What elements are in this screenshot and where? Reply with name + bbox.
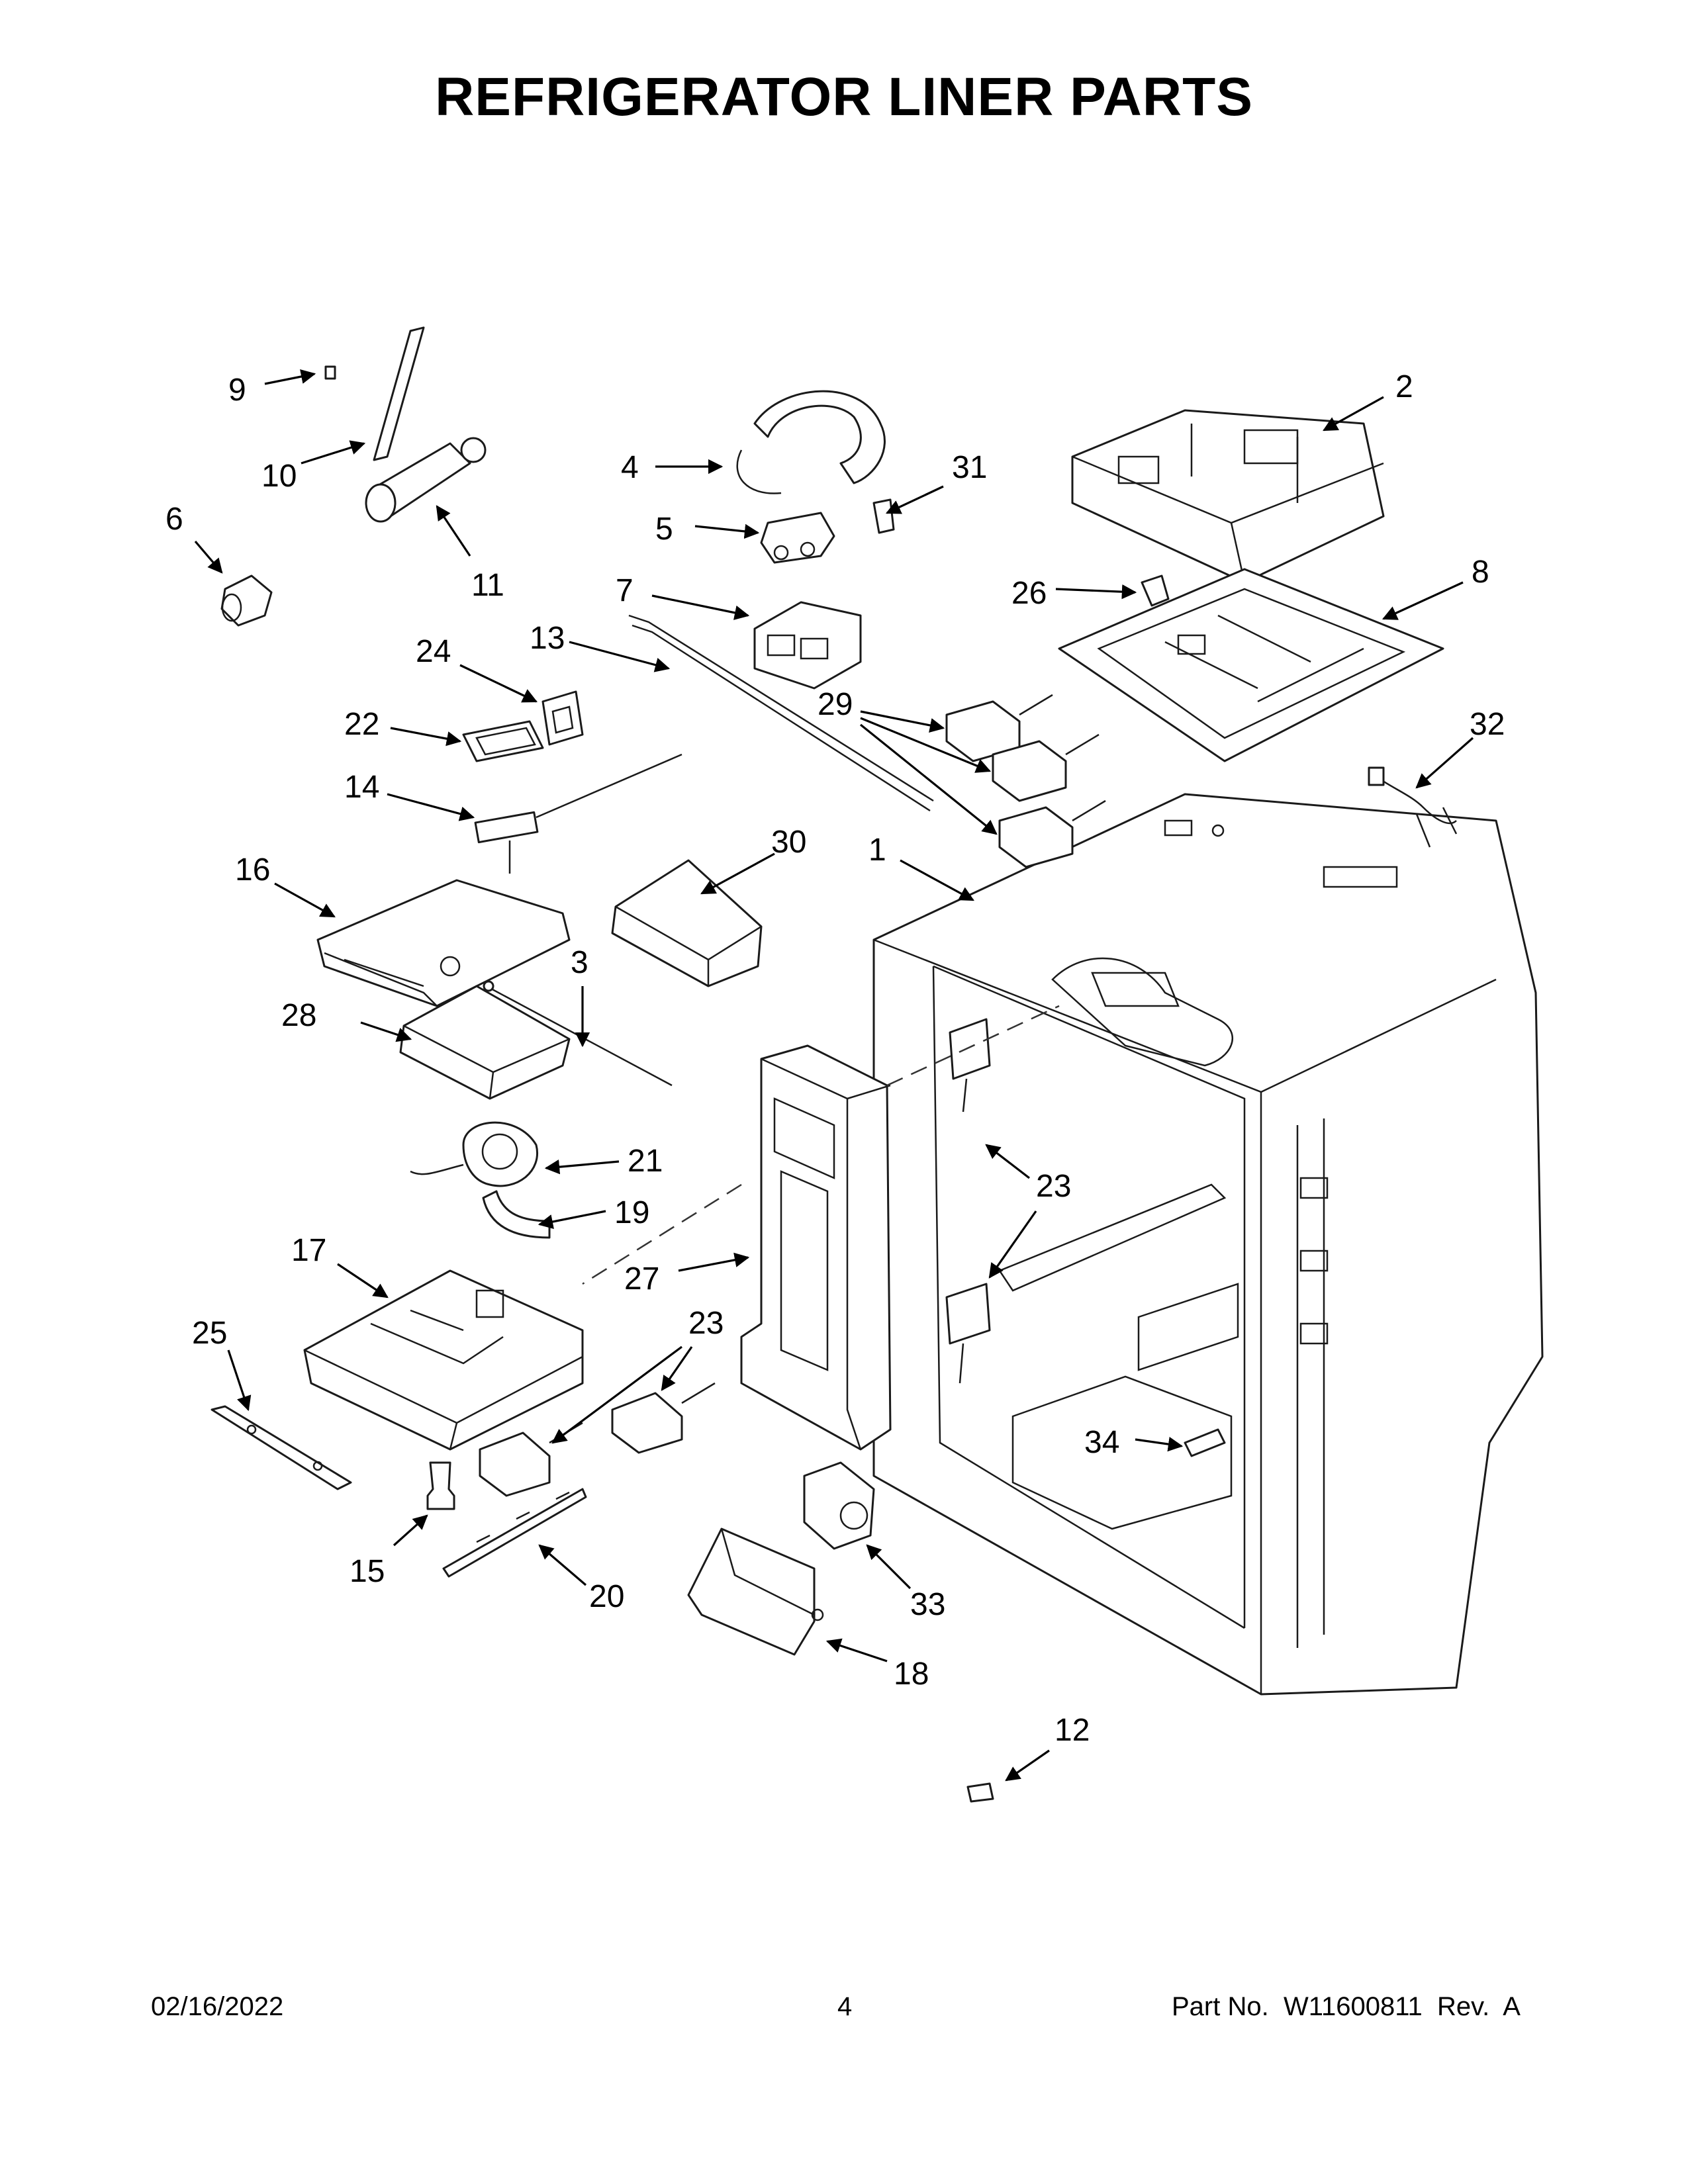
callout-32: 32: [1470, 707, 1505, 742]
footer-page-number: 4: [837, 1992, 853, 2021]
part-26-clip: [1141, 574, 1170, 607]
part-23-lights: [945, 1018, 991, 1384]
callout-4: 4: [621, 450, 639, 485]
callout-14: 14: [344, 770, 379, 805]
callout-15: 15: [350, 1554, 385, 1589]
part-2-housing: [1071, 409, 1385, 584]
callout-17: 17: [291, 1233, 326, 1268]
callout-13: 13: [530, 621, 565, 656]
part-17-housing: [303, 1269, 584, 1451]
part-16-control-board: [316, 879, 571, 1007]
projection-line-1: [886, 1005, 1060, 1087]
part-24-gasket: [541, 690, 584, 746]
callout-labels: 1 2 3 4 5 6 7 8 9 10 11 12 13 14 15 16 1…: [165, 369, 1505, 1748]
footer-part-number: Part No. W11600811 Rev. A: [1172, 1992, 1521, 2021]
callout-34: 34: [1084, 1425, 1119, 1460]
part-15-screw: [426, 1461, 455, 1510]
callout-27: 27: [624, 1261, 659, 1297]
part-6-cap: [220, 574, 273, 627]
part-5-valve: [760, 512, 835, 564]
callout-5: 5: [655, 512, 673, 547]
part-21-fan: [410, 1121, 538, 1187]
part-33-motor: [803, 1461, 875, 1550]
callout-11: 11: [471, 568, 504, 603]
part-7-housing: [753, 601, 862, 690]
part-9-clip: [324, 365, 336, 380]
callout-1: 1: [868, 833, 886, 868]
callout-25: 25: [192, 1316, 227, 1351]
callout-21: 21: [628, 1144, 663, 1179]
callout-19: 19: [614, 1195, 649, 1230]
callout-24: 24: [416, 634, 451, 669]
callout-arrows: [194, 369, 1474, 1782]
part-10-strip: [373, 326, 425, 461]
callout-33: 33: [910, 1587, 945, 1622]
part-27-tower: [740, 1044, 892, 1451]
page-title: REFRIGERATOR LINER PARTS: [435, 67, 1253, 127]
part-29-dampers: [945, 694, 1106, 868]
part-4-tube: [736, 390, 886, 494]
part-30-cover: [611, 859, 763, 987]
callout-12: 12: [1055, 1713, 1090, 1748]
part-13-rod: [628, 614, 934, 812]
callout-30: 30: [771, 825, 806, 860]
projection-line-2: [582, 1183, 742, 1285]
callout-9: 9: [228, 373, 246, 408]
callout-6: 6: [165, 502, 183, 537]
callout-7: 7: [616, 573, 633, 608]
part-14-sensor: [474, 753, 682, 874]
footer-date: 02/16/2022: [151, 1992, 284, 2021]
callout-22: 22: [344, 707, 379, 742]
callout-3: 3: [571, 945, 588, 980]
callout-2: 2: [1395, 369, 1413, 404]
callout-23a: 23: [1036, 1169, 1071, 1204]
part-11-filter: [365, 437, 487, 523]
part-28-cover: [399, 985, 571, 1100]
callout-16: 16: [235, 852, 270, 887]
callout-18: 18: [894, 1657, 929, 1692]
callout-8: 8: [1472, 555, 1489, 590]
callout-23b: 23: [688, 1306, 724, 1341]
part-19-foam: [482, 1190, 551, 1239]
part-31-clip: [872, 498, 895, 534]
part-8-plate: [1058, 568, 1444, 762]
part-25-strip: [211, 1405, 352, 1490]
part-1-liner: [872, 793, 1544, 1696]
part-20-bracket: [442, 1488, 587, 1578]
part-18-bucket: [687, 1527, 824, 1656]
callout-26: 26: [1011, 576, 1047, 611]
callout-31: 31: [952, 450, 987, 485]
callout-10: 10: [261, 459, 297, 494]
callout-28: 28: [281, 998, 316, 1033]
part-22-gasket: [462, 720, 544, 762]
callout-29: 29: [818, 687, 853, 722]
callout-20: 20: [589, 1579, 624, 1614]
part-32-harness: [1368, 766, 1458, 848]
part-34-button: [1184, 1428, 1226, 1457]
part-12-clip: [966, 1782, 994, 1803]
part-23-dampers-lower: [479, 1382, 716, 1497]
